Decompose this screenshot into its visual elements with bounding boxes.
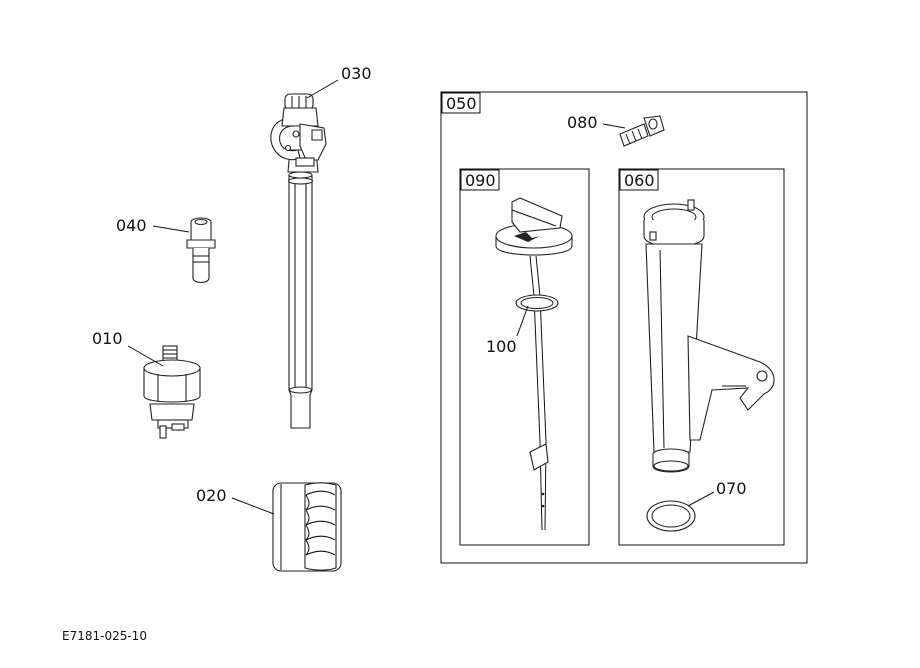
hose-fitting-part — [186, 217, 216, 284]
assembly-box-050: 050 — [440, 91, 808, 564]
oil-pressure-switch-part — [143, 345, 201, 439]
box-label-050: 050 — [446, 94, 477, 113]
box-label-090: 090 — [465, 171, 496, 190]
assembly-box-090: 090 — [459, 168, 590, 546]
oil-filter-part — [272, 482, 342, 572]
leader-040 — [152, 225, 190, 233]
leader-020 — [231, 497, 275, 515]
part-label-030: 030 — [341, 64, 372, 83]
part-label-100: 100 — [486, 337, 517, 356]
part-label-010: 010 — [92, 329, 123, 348]
leader-030 — [306, 79, 339, 99]
dipstick-part — [495, 197, 573, 531]
leader-100 — [516, 305, 529, 337]
bolt-part — [619, 115, 665, 147]
oil-filler-tube-part — [643, 199, 775, 532]
part-label-070: 070 — [716, 479, 747, 498]
drawing-code: E7181-025-10 — [62, 629, 147, 643]
dipstick-guide-tube-part — [270, 93, 327, 429]
assembly-box-060: 060 — [618, 168, 785, 546]
leader-080 — [602, 123, 626, 129]
part-label-080: 080 — [567, 113, 598, 132]
part-label-020: 020 — [196, 486, 227, 505]
leader-010 — [127, 345, 164, 367]
part-label-040: 040 — [116, 216, 147, 235]
leader-070 — [687, 491, 715, 507]
box-label-060: 060 — [624, 171, 655, 190]
